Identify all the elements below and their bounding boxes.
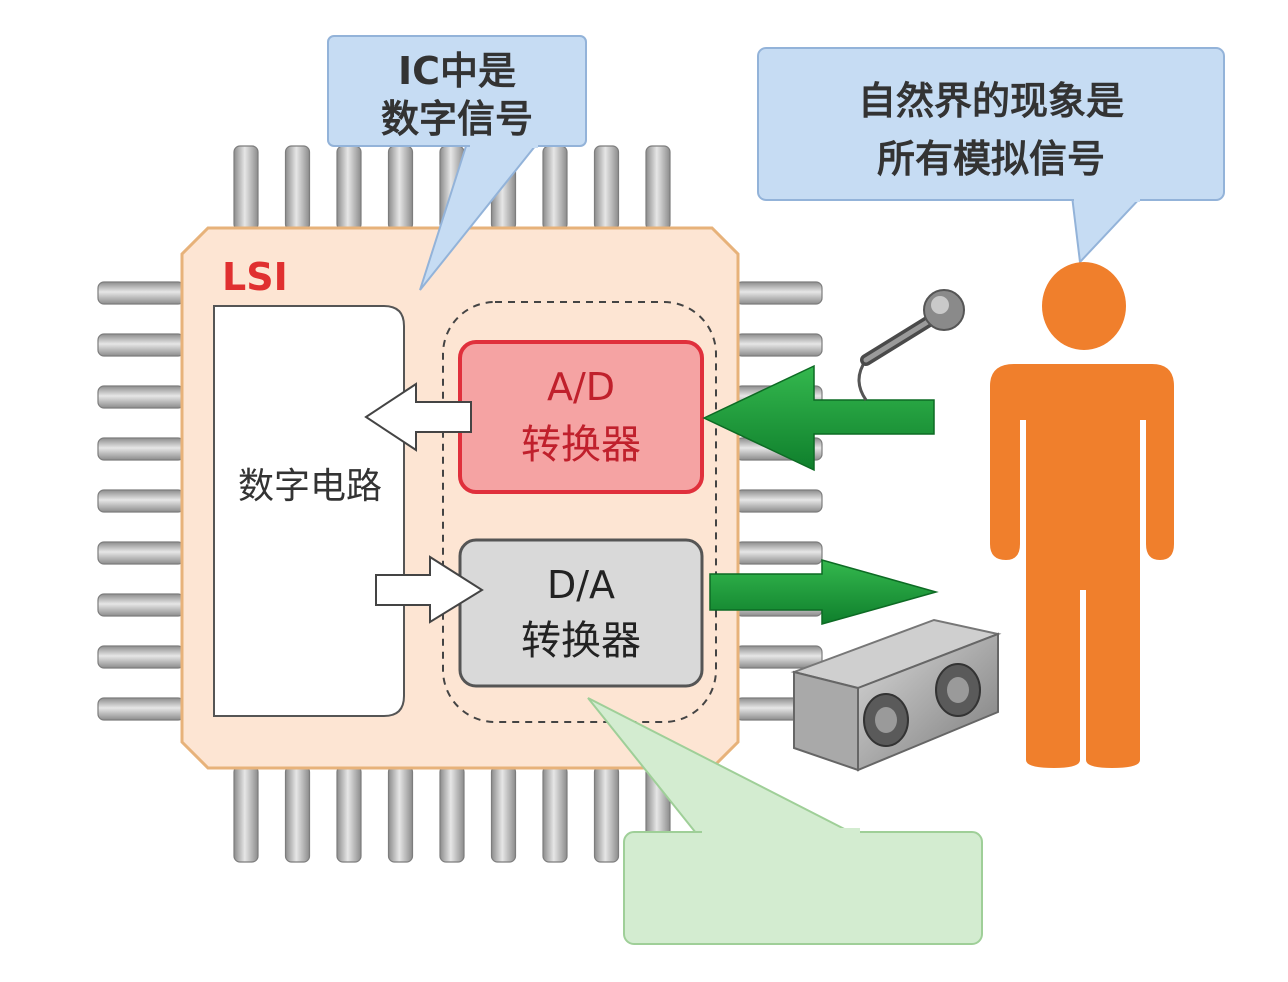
chip-pin-top (645, 145, 671, 231)
chip-pin-left (97, 541, 185, 565)
nature-callout-tail (1070, 195, 1145, 265)
chip-pin-left (97, 281, 185, 305)
microphone-icon (857, 289, 965, 401)
converter-group-outline (442, 301, 717, 723)
ic-callout-line1: IC中是 (398, 49, 516, 93)
nature-callout-line2: 所有模拟信号 (877, 137, 1105, 181)
digital-circuit-block (213, 305, 405, 717)
green-callout-joint (702, 828, 860, 836)
chip-pin-left (97, 645, 185, 669)
ic-callout-box (327, 35, 587, 147)
analog-input-arrow (702, 364, 935, 472)
ad-converter-line1: A/D (547, 365, 615, 409)
chip-pin-right (735, 541, 823, 565)
chip-pin-bottom (284, 765, 311, 863)
ic-callout-joint (470, 140, 538, 148)
digital-circuit-label: 数字电路 (238, 466, 382, 507)
person-icon (990, 262, 1174, 768)
chip-pins-left (97, 281, 185, 721)
chip-pins-bottom (233, 765, 671, 863)
chip-pin-top (387, 145, 414, 231)
chip-pin-bottom (490, 765, 517, 863)
chip-pin-left (97, 697, 185, 721)
chip-pin-left (97, 489, 185, 513)
chip-pin-left (97, 385, 185, 409)
digital-to-da-arrow (375, 555, 484, 624)
da-converter-line2: 转换器 (521, 618, 641, 664)
chip-pin-bottom (542, 765, 568, 863)
chip-pin-bottom (593, 765, 620, 863)
speaker-icon (790, 618, 1002, 772)
chip-pin-right (735, 645, 823, 669)
chip-pin-right (735, 333, 823, 357)
nature-callout-line1: 自然界的现象是 (858, 79, 1124, 123)
chip-pin-top (336, 145, 362, 231)
chip-pin-top (233, 145, 259, 231)
nature-callout-joint (1074, 194, 1140, 202)
chip-pin-left (97, 333, 185, 357)
chip-pin-bottom (336, 765, 362, 863)
chip-pin-top (593, 145, 620, 231)
ic-callout-line2: 数字信号 (381, 97, 533, 141)
da-converter-box (458, 538, 704, 688)
analog-output-arrow (709, 559, 939, 625)
chip-pin-left (97, 437, 185, 461)
chip-pin-bottom (233, 765, 259, 863)
chip-pins-right (735, 281, 823, 721)
chip-pin-top (542, 145, 568, 231)
chip-pin-right (735, 281, 823, 305)
ad-converter-line2: 转换器 (521, 422, 641, 468)
chip-pin-right (735, 489, 823, 513)
chip-pin-left (97, 593, 185, 617)
chip-pin-bottom (439, 765, 465, 863)
chip-pin-bottom (387, 765, 414, 863)
chip-pin-top (284, 145, 311, 231)
nature-callout-box (757, 47, 1225, 201)
da-converter-line1: D/A (547, 563, 615, 607)
ad-to-digital-arrow (364, 382, 472, 452)
green-callout-box (623, 831, 983, 945)
lsi-label: LSI (222, 255, 288, 299)
